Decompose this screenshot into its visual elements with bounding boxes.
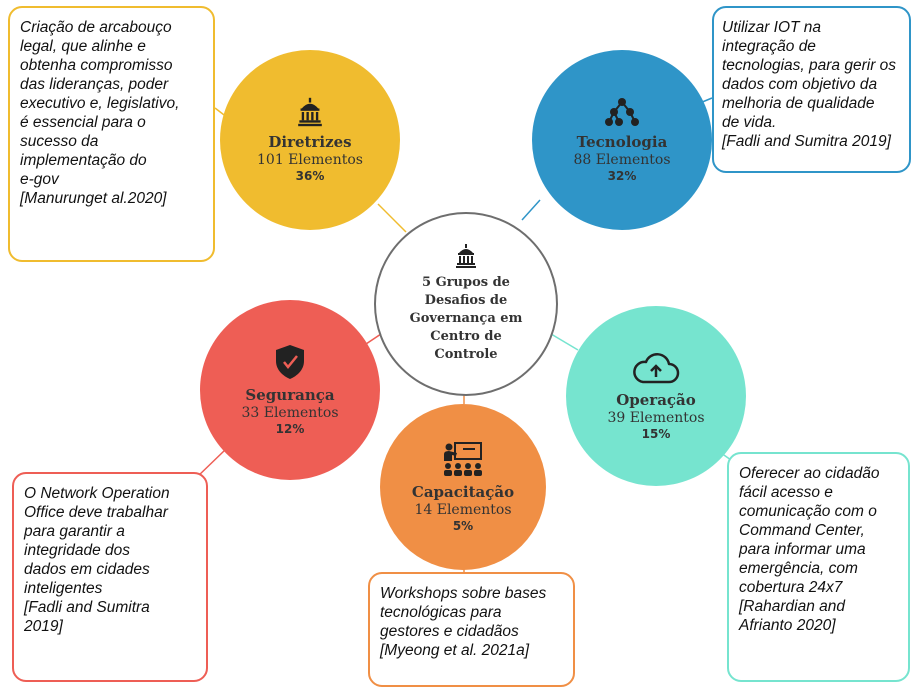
group-title-tecnologia: Tecnologia [576,133,668,151]
note-tecnologia: Utilizar IOT na integração de tecnologia… [712,6,911,173]
circle-diretrizes: Diretrizes 101 Elementos 36% [220,50,400,230]
connector-tecnologia-center [521,199,541,221]
connector-diretrizes-center [377,203,407,233]
note-operacao: Oferecer ao cidadão fácil acesso e comun… [727,452,910,682]
group-title-seguranca: Segurança [245,386,335,404]
group-count-seguranca: 33 Elementos [241,405,339,421]
center-title: 5 Grupos de Desafios de Governança em Ce… [409,275,523,362]
group-count-diretrizes: 101 Elementos [257,152,363,168]
circle-capacitacao: Capacitação 14 Elementos 5% [380,404,546,570]
cloud-upload-icon [633,353,680,384]
group-title-diretrizes: Diretrizes [268,133,352,151]
note-capacitacao: Workshops sobre bases tecnológicas para … [368,572,575,687]
group-percent-capacitacao: 5% [452,519,474,533]
group-percent-seguranca: 12% [275,422,305,436]
note-diretrizes: Criação de arcabouço legal, que alinhe e… [8,6,215,262]
group-percent-operacao: 15% [641,427,671,441]
note-seguranca: O Network Operation Office deve trabalha… [12,472,208,682]
center-circle: 5 Grupos de Desafios de Governança em Ce… [374,212,558,396]
circle-operacao: Operação 39 Elementos 15% [566,306,746,486]
capitol-building-icon [298,97,322,127]
group-count-operacao: 39 Elementos [607,410,705,426]
group-count-tecnologia: 88 Elementos [573,152,671,168]
group-percent-tecnologia: 32% [607,169,637,183]
circle-tecnologia: Tecnologia 88 Elementos 32% [532,50,712,230]
group-title-capacitacao: Capacitação [411,483,515,501]
circle-seguranca: Segurança 33 Elementos 12% [200,300,380,480]
group-percent-diretrizes: 36% [295,169,325,183]
classroom-presentation-icon [444,442,482,476]
group-title-operacao: Operação [616,391,696,409]
group-count-capacitacao: 14 Elementos [414,502,512,518]
capitol-building-icon [456,244,476,268]
network-hierarchy-icon [605,98,639,126]
shield-check-icon [276,345,304,379]
